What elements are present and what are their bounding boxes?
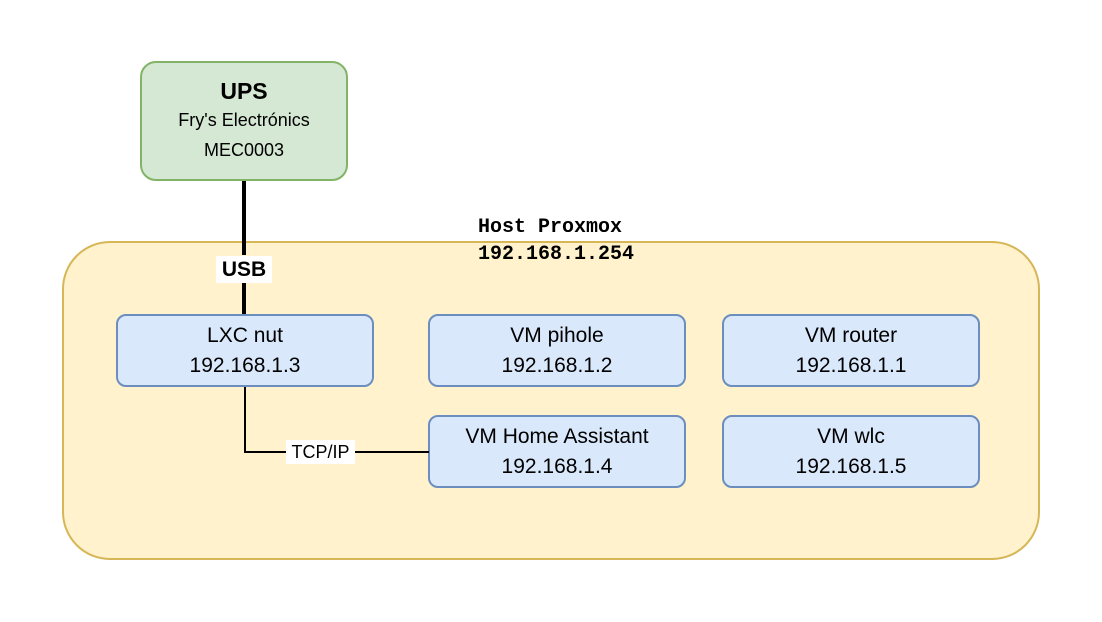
node-vm-pihole: VM pihole 192.168.1.2 (428, 314, 686, 387)
node-name: VM Home Assistant (465, 424, 649, 448)
node-vm-router: VM router 192.168.1.1 (722, 314, 980, 387)
node-name: VM router (804, 323, 898, 347)
ups-node: UPS Fry's Electrónics MEC0003 (140, 61, 348, 181)
usb-connector-top (242, 181, 246, 255)
node-name: VM wlc (817, 424, 885, 448)
ups-model: MEC0003 (203, 140, 285, 160)
usb-connector-bottom (242, 283, 246, 314)
host-name: Host Proxmox (478, 216, 623, 239)
node-ip: 192.168.1.2 (501, 353, 613, 377)
node-name: VM pihole (510, 323, 604, 347)
tcp-connector-vertical (244, 387, 246, 453)
node-vm-wlc: VM wlc 192.168.1.5 (722, 415, 980, 488)
host-ip: 192.168.1.254 (478, 243, 635, 266)
host-proxmox-container (62, 241, 1040, 560)
node-vm-home-assistant: VM Home Assistant 192.168.1.4 (428, 415, 686, 488)
node-lxc-nut: LXC nut 192.168.1.3 (116, 314, 374, 387)
node-ip: 192.168.1.3 (189, 353, 301, 377)
node-ip: 192.168.1.1 (795, 353, 907, 377)
usb-label: USB (216, 256, 272, 283)
node-name: LXC nut (207, 323, 283, 347)
node-ip: 192.168.1.5 (795, 454, 907, 478)
ups-manufacturer: Fry's Electrónics (178, 110, 310, 130)
ups-title: UPS (220, 78, 268, 104)
tcp-connector-right (355, 451, 429, 453)
node-ip: 192.168.1.4 (501, 454, 613, 478)
tcp-ip-label: TCP/IP (286, 440, 355, 464)
host-title: Host Proxmox 192.168.1.254 (478, 214, 634, 268)
tcp-connector-left (244, 451, 286, 453)
